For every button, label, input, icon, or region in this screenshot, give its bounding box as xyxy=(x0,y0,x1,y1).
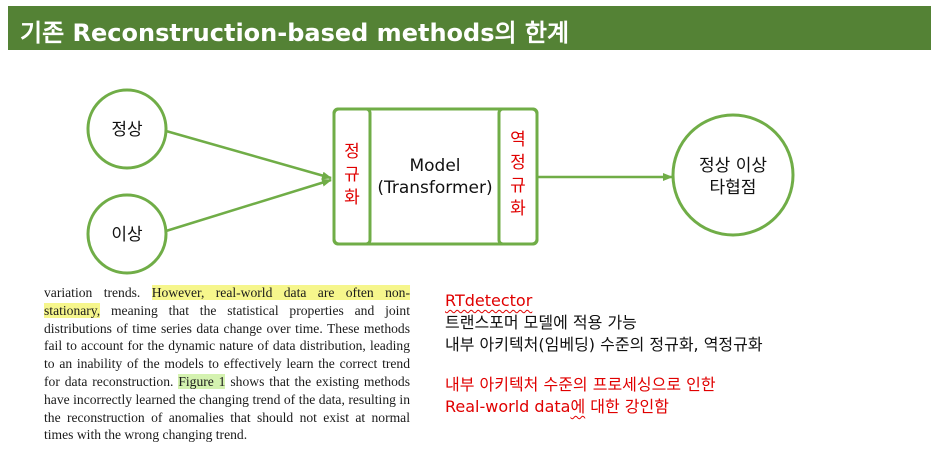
notes-line-applicable: 트랜스포머 모델에 적용 가능 xyxy=(445,313,637,332)
denormalize-char-2: 정 xyxy=(510,153,526,173)
notes-line-normalization: 내부 아키텍처(임베딩) 수준의 정규화, 역정규화 xyxy=(445,335,763,354)
normal-node xyxy=(86,88,168,170)
output-label-line2: 타협점 xyxy=(710,178,757,198)
denormalize-char-3: 규 xyxy=(510,176,526,196)
notes-line-processing: 내부 아키텍처 수준의 프로세싱으로 인한 xyxy=(445,375,716,394)
model-label-line2: (Transformer) xyxy=(377,178,492,198)
slide-title: 기존 Reconstruction-based methods의 한계 xyxy=(20,19,570,47)
excerpt-text-2: meaning that the statistical properties … xyxy=(44,302,410,389)
normalize-char-2: 규 xyxy=(344,165,360,185)
normal-arrow xyxy=(165,129,332,180)
output-node xyxy=(671,113,795,237)
normalization-block xyxy=(332,107,372,246)
paper-excerpt: variation trends. However, real-world da… xyxy=(44,284,410,444)
excerpt-text-1: variation trends. xyxy=(44,285,152,300)
notes-spacer xyxy=(445,356,763,374)
output-label-line1: 정상 이상 xyxy=(699,156,767,176)
abnormal-arrow xyxy=(165,178,332,233)
normalize-char-1: 정 xyxy=(344,142,360,162)
abnormal-node xyxy=(86,193,168,275)
normalize-char-3: 화 xyxy=(344,188,360,208)
title-bar: 기존 Reconstruction-based methods의 한계 xyxy=(8,6,931,50)
notes-line-rtdetector: RTdetector xyxy=(445,291,533,310)
model-label-line1: Model xyxy=(409,156,460,176)
abnormal-node-label: 이상 xyxy=(111,225,143,245)
denormalize-char-1: 역 xyxy=(510,130,526,150)
excerpt-highlight-figure-ref: Figure 1 xyxy=(178,373,226,389)
model-box xyxy=(332,107,539,246)
excerpt-text-3: shows that the existing methods have inc… xyxy=(44,373,410,443)
normal-node-label: 정상 xyxy=(111,120,143,140)
denormalize-char-4: 화 xyxy=(510,199,526,219)
notes-line-robustness: Real-world data에 대한 강인함 xyxy=(445,397,669,416)
notes-panel: RTdetector 트랜스포머 모델에 적용 가능 내부 아키텍처(임베딩) … xyxy=(445,290,763,418)
